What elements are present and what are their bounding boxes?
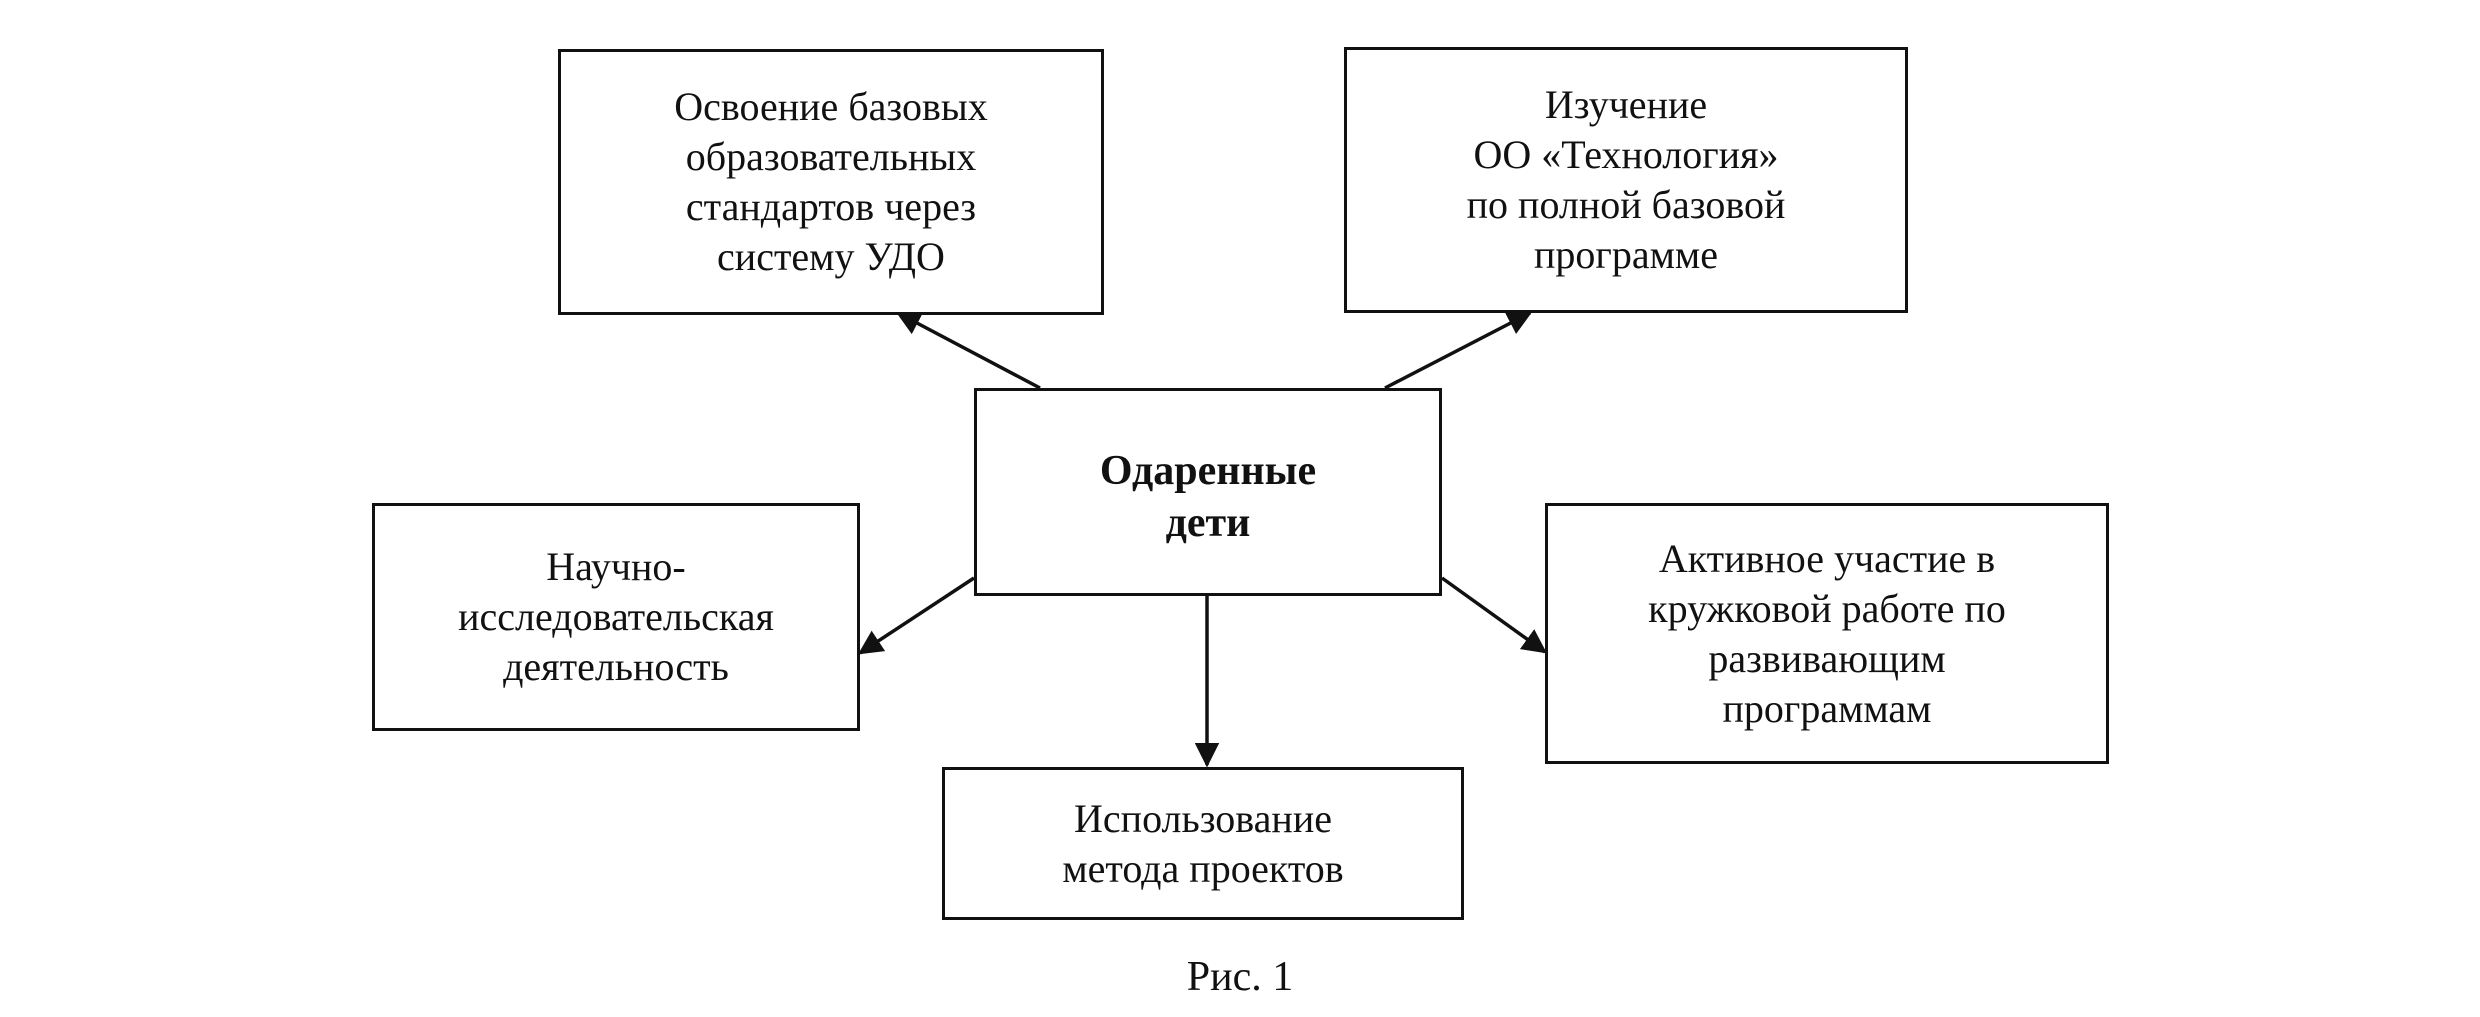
arrow-to-top-right — [1384, 311, 1533, 390]
node-research-activity-label: Научно- исследовательская деятельность — [458, 544, 774, 689]
node-technology-course: Изучение ОО «Технология» по полной базов… — [1344, 47, 1908, 313]
arrow-to-top-left — [895, 311, 1041, 390]
figure-caption: Рис. 1 — [1186, 954, 1294, 1000]
node-club-work-label: Активное участие в кружковой работе по р… — [1648, 535, 2006, 731]
node-gifted-children: Одаренные дети — [974, 388, 1442, 596]
node-project-method-label: Использование метода проектов — [1062, 795, 1344, 891]
node-gifted-children-label: Одаренные дети — [1099, 448, 1317, 546]
node-research-activity: Научно- исследовательская деятельность — [372, 503, 860, 731]
node-technology-course-label: Изучение ОО «Технология» по полной базов… — [1466, 82, 1786, 277]
node-basic-standards-label: Освоение базовых образовательных стандар… — [674, 84, 988, 279]
node-basic-standards: Освоение базовых образовательных стандар… — [558, 49, 1104, 315]
arrow-to-right — [1440, 576, 1547, 654]
node-club-work: Активное участие в кружковой работе по р… — [1545, 503, 2109, 764]
node-project-method: Использование метода проектов — [942, 767, 1464, 920]
arrow-to-left — [857, 576, 975, 655]
